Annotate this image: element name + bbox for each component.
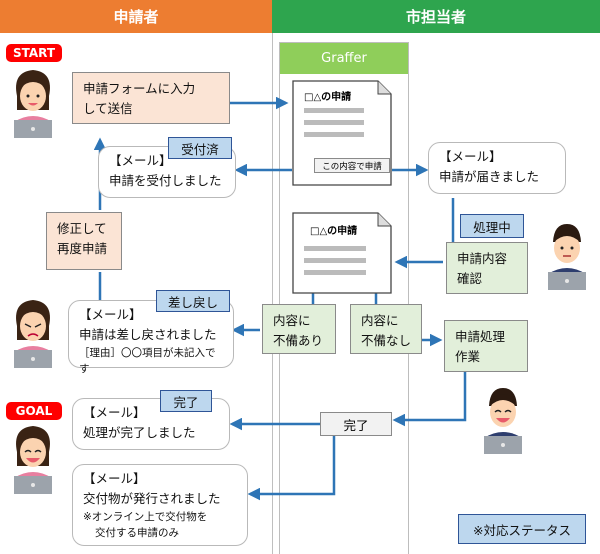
mail-arrived-text: 申請が届きました: [439, 169, 540, 184]
staff-avatar-confirm: [548, 224, 586, 290]
mail-arrived-tag: 【メール】: [439, 149, 502, 164]
mail-done-tag: 【メール】: [83, 405, 146, 420]
graffer-label: Graffer: [321, 51, 367, 66]
processing-line2: 作業: [455, 349, 481, 364]
mail-issued-note2: 交付する申請のみ: [95, 527, 179, 539]
doc1-title: □△の申請: [304, 92, 352, 103]
mail-issued-note1: ※オンライン上で交付物を: [83, 511, 208, 523]
submit-application-button[interactable]: この内容で申請: [314, 158, 390, 173]
done-step: 完了: [320, 412, 392, 436]
mail-received-tag: 【メール】: [109, 153, 172, 168]
graffer-header: Graffer: [280, 43, 408, 74]
status-legend: ※対応ステータス: [458, 514, 586, 544]
mail-issued-box: 【メール】 交付物が発行されました ※オンライン上で交付物を 交付する申請のみ: [72, 464, 248, 546]
start-label: START: [12, 46, 56, 60]
staff-column-header: 市担当者: [272, 0, 600, 33]
processing-step: 申請処理 作業: [444, 320, 528, 372]
deficient-line2: 不備あり: [273, 333, 324, 348]
start-badge: START: [6, 44, 62, 62]
deficient-line1: 内容に: [273, 313, 311, 328]
goal-badge: GOAL: [6, 402, 62, 420]
column-divider: [272, 33, 273, 554]
no-deficiency-step: 内容に 不備なし: [350, 304, 422, 354]
review-form-doc: □△の申請: [292, 212, 392, 294]
mail-issued-tag: 【メール】: [83, 471, 146, 486]
status-completed: 完了: [160, 390, 212, 412]
arrow-processing-to-done: [392, 372, 467, 427]
mail-returned-reason: ［理由］〇〇項目が未記入です: [79, 347, 216, 375]
mail-returned-tag: 【メール】: [79, 307, 142, 322]
applicant-avatar-returned: [14, 300, 52, 368]
mail-issued-text: 交付物が発行されました: [83, 491, 221, 506]
no-deficiency-line1: 内容に: [361, 313, 399, 328]
doc-page-shape: [292, 212, 392, 294]
applicant-avatar-goal: [14, 426, 52, 494]
form-input-step: 申請フォームに入力 して送信: [72, 72, 230, 124]
staff-avatar-processing: [484, 388, 522, 454]
status-returned: 差し戻し: [156, 290, 230, 312]
mail-arrived-box: 【メール】 申請が届きました: [428, 142, 566, 194]
form-input-line1: 申請フォームに入力: [83, 81, 196, 96]
arrow-done-to-issued: [247, 436, 336, 501]
status-in-progress: 処理中: [460, 214, 524, 238]
confirm-line2: 確認: [457, 271, 483, 286]
mail-received-text: 申請を受付しました: [109, 173, 222, 188]
goal-label: GOAL: [15, 404, 53, 418]
applicant-avatar-start: [14, 70, 52, 138]
doc2-title: □△の申請: [310, 226, 358, 237]
form-input-line2: して送信: [83, 101, 133, 116]
staff-header-label: 市担当者: [405, 8, 466, 26]
fix-resubmit-line1: 修正して: [57, 221, 107, 236]
no-deficiency-line2: 不備なし: [361, 333, 412, 348]
fix-resubmit-step: 修正して 再度申請: [46, 212, 122, 270]
application-form-doc: □△の申請 この内容で申請: [292, 80, 392, 186]
deficient-step: 内容に 不備あり: [262, 304, 336, 354]
mail-done-text: 処理が完了しました: [83, 425, 196, 440]
applicant-header-label: 申請者: [113, 8, 159, 26]
status-accepted: 受付済: [168, 137, 232, 159]
mail-returned-text: 申請は差し戻されました: [79, 327, 217, 342]
applicant-column-header: 申請者: [0, 0, 272, 33]
confirm-step: 申請内容 確認: [446, 242, 528, 294]
mail-returned-box: 【メール】 申請は差し戻されました ［理由］〇〇項目が未記入です: [68, 300, 234, 375]
fix-resubmit-line2: 再度申請: [57, 241, 108, 256]
confirm-line1: 申請内容: [457, 251, 508, 266]
processing-line1: 申請処理: [455, 329, 506, 344]
